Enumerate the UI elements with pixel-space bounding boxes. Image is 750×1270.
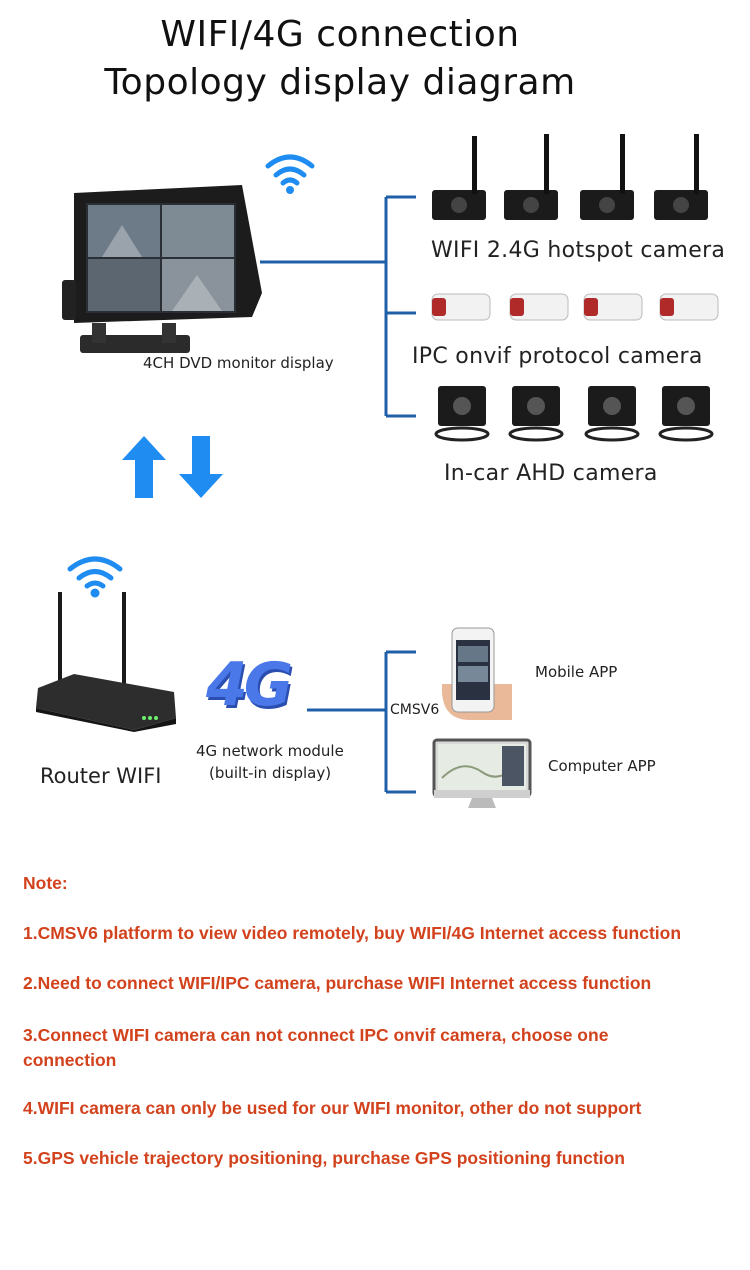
ipc-camera-icon: [659, 293, 719, 321]
ahd-camera-icon: [434, 386, 490, 442]
note-item-2: 2.Need to connect WIFI/IPC camera, purch…: [23, 973, 652, 993]
ipc-camera-icon: [431, 293, 491, 321]
note-item-5: 5.GPS vehicle trajectory positioning, pu…: [23, 1148, 625, 1168]
ipc-camera-icon: [583, 293, 643, 321]
diagram-title-line1: WIFI/4G connection: [160, 14, 520, 55]
ipc-cameras-image: [431, 293, 719, 321]
router-image: [36, 592, 176, 732]
ahd-camera-icon: [584, 386, 640, 442]
monitor-label: 4CH DVD monitor display: [143, 354, 334, 372]
wifi-camera-icon: [580, 134, 634, 220]
ahd-camera-icon: [508, 386, 564, 442]
router-wifi-icon: [67, 556, 123, 598]
dvd-monitor-image: [62, 185, 262, 353]
wifi-camera-icon: [432, 136, 486, 220]
mobile-phone-image: [441, 627, 512, 720]
computer-image: [432, 738, 532, 808]
router-label: Router WIFI: [40, 764, 162, 788]
wifi-camera-label: WIFI 2.4G hotspot camera: [431, 238, 726, 263]
arrow-up-icon: [122, 436, 166, 498]
ahd-camera-icon: [658, 386, 714, 442]
cmsv6-label: CMSV6: [390, 702, 440, 718]
note-item-1: 1.CMSV6 platform to view video remotely,…: [23, 923, 682, 943]
note-item-3: 3.Connect WIFI camera can not connect IP…: [23, 1025, 609, 1070]
wifi-cameras-image: [432, 134, 708, 220]
bidirectional-arrows: [122, 436, 223, 498]
computer-app-label: Computer APP: [548, 757, 656, 775]
wifi-camera-icon: [504, 134, 558, 220]
4g-badge-icon: 4G: [206, 650, 293, 720]
ahd-cameras-image: [434, 386, 714, 442]
note-heading: Note:: [23, 873, 68, 893]
diagram-title-line2: Topology display diagram: [104, 62, 576, 103]
mobile-app-label: Mobile APP: [535, 663, 618, 681]
module-label-line2: (built-in display): [209, 764, 332, 782]
module-label-line1: 4G network module: [196, 742, 344, 760]
connector-lines: [260, 195, 416, 794]
note-item-4: 4.WIFI camera can only be used for our W…: [23, 1098, 642, 1118]
wifi-icon: [265, 154, 315, 194]
wifi-camera-icon: [654, 134, 708, 220]
arrow-down-icon: [179, 436, 223, 498]
ipc-camera-icon: [509, 293, 569, 321]
ipc-camera-label: IPC onvif protocol camera: [412, 344, 703, 369]
ahd-camera-label: In-car AHD camera: [444, 461, 658, 486]
